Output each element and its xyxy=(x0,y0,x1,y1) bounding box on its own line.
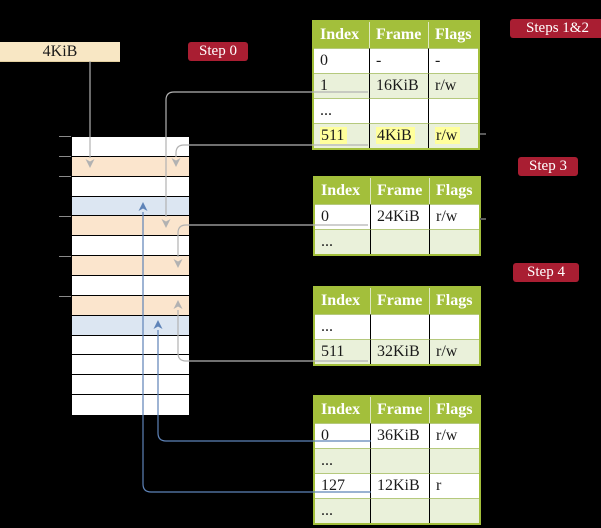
cell-index: ... xyxy=(315,498,370,523)
memory-row xyxy=(72,156,189,177)
cell-frame: - xyxy=(369,48,428,73)
header-flags: Flags xyxy=(428,22,478,48)
table-row: ... xyxy=(314,98,478,123)
memory-row xyxy=(72,176,189,197)
header-flags: Flags xyxy=(429,178,479,204)
memory-tick xyxy=(59,176,71,177)
cell-index: ... xyxy=(315,229,370,254)
table-header-row: Index Frame Flags xyxy=(315,288,479,314)
header-flags: Flags xyxy=(429,288,479,314)
memory-row xyxy=(72,256,189,276)
table-row: 127 12KiB r xyxy=(315,473,479,498)
table-row: 511 32KiB r/w xyxy=(315,339,479,364)
table-row: ... xyxy=(315,448,479,473)
cell-index: ... xyxy=(315,448,370,473)
header-index: Index xyxy=(315,178,370,204)
cell-frame: 16KiB xyxy=(369,73,428,98)
memory-row xyxy=(72,276,189,296)
memory-row xyxy=(72,315,189,336)
table-row: 0 - - xyxy=(314,48,478,73)
cell-index: 511 xyxy=(314,123,369,148)
cell-frame xyxy=(370,498,429,523)
cell-flags xyxy=(429,498,479,523)
table-row: ... xyxy=(315,314,479,339)
cell-frame xyxy=(369,98,428,123)
header-frame: Frame xyxy=(370,178,429,204)
cell-index: 0 xyxy=(314,48,369,73)
table-row: 0 36KiB r/w xyxy=(315,423,479,448)
memory-tick xyxy=(59,256,71,257)
highlighted-value: 511 xyxy=(320,127,348,144)
memory-row xyxy=(72,375,189,396)
cell-flags: r/w xyxy=(429,423,479,448)
highlighted-value: 4KiB xyxy=(376,127,415,144)
header-index: Index xyxy=(315,288,370,314)
cell-flags xyxy=(429,229,479,254)
cell-flags xyxy=(429,448,479,473)
header-frame: Frame xyxy=(370,288,429,314)
memory-tick xyxy=(59,156,71,157)
table-header-row: Index Frame Flags xyxy=(315,397,479,423)
table-header-row: Index Frame Flags xyxy=(314,22,478,48)
memory-row xyxy=(72,137,189,157)
cell-frame: 4KiB xyxy=(369,123,428,148)
cell-index: 511 xyxy=(315,339,370,364)
table-row: 0 24KiB r/w xyxy=(315,204,479,229)
cell-frame: 32KiB xyxy=(370,339,429,364)
page-table-1: Index Frame Flags 0 - - 1 16KiB r/w ... … xyxy=(312,20,480,150)
memory-row xyxy=(72,355,189,376)
cell-flags: r xyxy=(429,473,479,498)
cell-frame xyxy=(370,448,429,473)
cell-index: ... xyxy=(315,314,370,339)
cell-flags: r/w xyxy=(428,73,478,98)
memory-row xyxy=(72,216,189,237)
memory-row xyxy=(72,295,189,316)
cell-frame: 12KiB xyxy=(370,473,429,498)
page-table-4: Index Frame Flags 0 36KiB r/w ... 127 12… xyxy=(313,395,481,525)
header-index: Index xyxy=(314,22,369,48)
physical-memory-stack xyxy=(71,136,190,416)
cell-index: 0 xyxy=(315,204,370,229)
cell-index: 127 xyxy=(315,473,370,498)
header-frame: Frame xyxy=(370,397,429,423)
memory-tick xyxy=(59,136,71,137)
memory-row xyxy=(72,395,189,415)
cell-flags xyxy=(429,314,479,339)
cell-frame: 36KiB xyxy=(370,423,429,448)
highlighted-value: r/w xyxy=(435,127,461,144)
cell-index: ... xyxy=(314,98,369,123)
page-table-2: Index Frame Flags 0 24KiB r/w ... xyxy=(313,176,481,256)
header-index: Index xyxy=(315,397,370,423)
memory-size-box: 4KiB xyxy=(0,42,120,62)
cell-flags xyxy=(428,98,478,123)
header-flags: Flags xyxy=(429,397,479,423)
header-frame: Frame xyxy=(369,22,428,48)
cell-frame: 24KiB xyxy=(370,204,429,229)
cell-frame xyxy=(370,229,429,254)
cell-flags: - xyxy=(428,48,478,73)
memory-tick xyxy=(59,216,71,217)
cell-flags: r/w xyxy=(429,339,479,364)
cell-index: 1 xyxy=(314,73,369,98)
step3-label: Step 3 xyxy=(518,157,578,176)
step0-label: Step 0 xyxy=(188,42,248,61)
table-header-row: Index Frame Flags xyxy=(315,178,479,204)
table-row: ... xyxy=(315,498,479,523)
table-row-highlighted: 511 4KiB r/w xyxy=(314,123,478,148)
table-row: ... xyxy=(315,229,479,254)
cell-frame xyxy=(370,314,429,339)
cell-flags: r/w xyxy=(429,204,479,229)
cell-flags: r/w xyxy=(428,123,478,148)
memory-row xyxy=(72,196,189,217)
page-table-3: Index Frame Flags ... 511 32KiB r/w xyxy=(313,286,481,366)
memory-size-label: 4KiB xyxy=(42,42,78,60)
cell-index: 0 xyxy=(315,423,370,448)
memory-row xyxy=(72,335,189,356)
memory-row xyxy=(72,236,189,257)
step4-label: Step 4 xyxy=(513,263,579,282)
steps12-label: Steps 1&2 xyxy=(510,19,601,38)
table-row: 1 16KiB r/w xyxy=(314,73,478,98)
memory-tick xyxy=(59,296,71,297)
